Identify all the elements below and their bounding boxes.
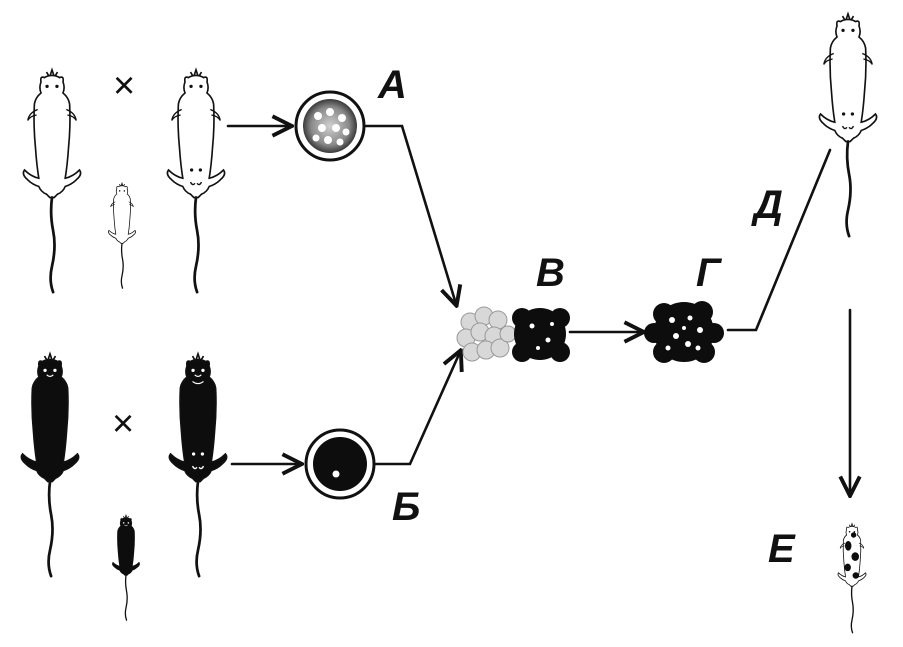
- line-to-surrogate: [726, 148, 832, 332]
- arrow-a-to-aggregate: [364, 124, 456, 304]
- embryo-a: [294, 90, 366, 162]
- label-e: Е: [768, 527, 796, 571]
- surrogate-mother-mouse: [818, 12, 878, 238]
- black-pup-mouse: [111, 514, 141, 621]
- embryo-b: [304, 428, 376, 500]
- white-male-mouse: [22, 68, 82, 294]
- label-a: А: [377, 63, 407, 107]
- black-female-mouse: [168, 352, 228, 578]
- chimeric-blastocyst-g: [644, 301, 724, 363]
- embryo-aggregate-v: [456, 306, 570, 362]
- chimera-pup-mouse: [837, 522, 867, 634]
- arrow-b-to-aggregate: [374, 352, 460, 466]
- label-v: В: [536, 251, 565, 295]
- white-female-mouse: [166, 68, 226, 294]
- black-male-mouse: [20, 352, 80, 578]
- white-pup-mouse: [107, 182, 137, 289]
- cross-symbol-bottom: ×: [112, 403, 134, 445]
- label-d: Д: [751, 183, 783, 227]
- label-b: Б: [392, 485, 420, 529]
- cross-symbol-top: ×: [113, 65, 135, 107]
- label-g: Г: [696, 251, 723, 295]
